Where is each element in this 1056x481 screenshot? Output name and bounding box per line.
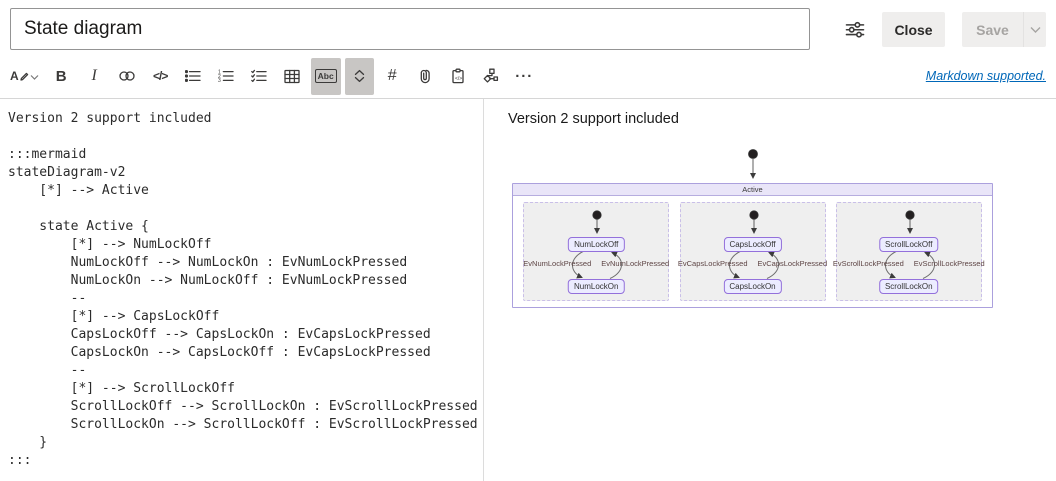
link-icon: [119, 71, 135, 81]
transition-label: EvScrollLockPressed: [913, 259, 985, 268]
highlight-button[interactable]: Abc: [310, 57, 341, 95]
hash-mention-button[interactable]: #: [378, 58, 407, 95]
work-item-button[interactable]: [477, 58, 506, 95]
task-list-button[interactable]: [245, 58, 274, 95]
svg-text:</>: </>: [455, 76, 462, 82]
transition-label: EvCapsLockPressed: [757, 259, 828, 268]
svg-text:1: 1: [218, 69, 221, 75]
text-color-button[interactable]: A: [6, 58, 43, 95]
link-button[interactable]: [113, 58, 142, 95]
save-split-button: Save: [962, 12, 1046, 47]
concurrent-region-numlock: NumLockOff EvNumLockPressed EvNumLockPre…: [523, 202, 670, 301]
expand-chevrons-icon: [354, 69, 364, 83]
task-list-icon: [251, 69, 267, 83]
chevron-down-icon: [1030, 26, 1040, 33]
state-node: ScrollLockOff: [879, 237, 939, 252]
svg-text:3: 3: [218, 78, 221, 83]
transition-label: EvCapsLockPressed: [677, 259, 748, 268]
expand-collapse-button[interactable]: [344, 57, 374, 95]
save-options-button[interactable]: [1023, 12, 1046, 47]
header-actions: Close Save: [845, 8, 1046, 47]
italic-icon: I: [91, 67, 97, 84]
highlight-abc-icon: Abc: [314, 69, 337, 83]
ellipsis-icon: ···: [515, 67, 534, 85]
transition-label: EvScrollLockPressed: [832, 259, 904, 268]
pencil-icon: [20, 72, 28, 81]
bulleted-list-icon: [185, 69, 201, 83]
save-button[interactable]: Save: [962, 12, 1023, 47]
more-options-button[interactable]: ···: [510, 58, 539, 95]
svg-text:2: 2: [218, 74, 221, 80]
table-icon: [284, 69, 300, 83]
bulleted-list-button[interactable]: [179, 58, 208, 95]
format-toolbar: A B I </>: [0, 54, 1056, 98]
transition-label: EvNumLockPressed: [601, 259, 670, 268]
code-button[interactable]: </>: [146, 58, 175, 95]
attachment-button[interactable]: [411, 58, 440, 95]
title-input[interactable]: [10, 8, 810, 50]
region-initial-dot: [905, 210, 915, 220]
clipboard-code-icon: </>: [452, 68, 464, 84]
preview-paragraph: Version 2 support included: [508, 111, 679, 127]
table-button[interactable]: [278, 58, 307, 95]
code-icon: </>: [152, 69, 168, 83]
bold-icon: B: [55, 67, 67, 85]
chevron-down-icon: [30, 75, 39, 80]
transition-label: EvNumLockPressed: [523, 259, 592, 268]
concurrent-region-capslock: CapsLockOff EvCapsLockPressed EvCapsLock…: [677, 202, 828, 301]
state-node: NumLockOn: [568, 279, 625, 294]
state-node: ScrollLockOn: [878, 279, 939, 294]
numbered-list-button[interactable]: 1 2 3: [212, 58, 241, 95]
text-color-icon: A: [10, 69, 19, 83]
region-initial-dot: [748, 210, 759, 220]
hash-icon: #: [387, 67, 397, 84]
state-node: CapsLockOn: [723, 279, 782, 294]
markdown-source-text[interactable]: Version 2 support included :::mermaid st…: [8, 111, 478, 468]
state-node: NumLockOff: [568, 237, 625, 252]
composite-state-active: Active NumLockOff EvNumLockPressed EvNum: [512, 183, 993, 308]
italic-button[interactable]: I: [80, 58, 109, 95]
header-bar: Close Save: [0, 0, 1056, 54]
close-button[interactable]: Close: [882, 12, 945, 47]
sliders-icon: [845, 21, 865, 38]
initial-state-dot: [747, 149, 758, 159]
concurrent-region-scrolllock: ScrollLockOff EvScrollLockPressed EvScro…: [832, 202, 985, 301]
paperclip-icon: [420, 69, 430, 84]
markdown-preview-pane: Version 2 support included Active: [484, 99, 1056, 481]
initial-state-arrow: [746, 149, 760, 188]
bold-button[interactable]: B: [47, 58, 76, 95]
flowchart-icon: [483, 68, 499, 83]
markdown-supported-link[interactable]: Markdown supported.: [925, 69, 1046, 83]
mermaid-state-diagram: Active NumLockOff EvNumLockPressed EvNum: [512, 149, 993, 308]
markdown-editor-pane[interactable]: Version 2 support included :::mermaid st…: [0, 99, 484, 481]
state-node: CapsLockOff: [723, 237, 782, 252]
editor-preview-split: Version 2 support included :::mermaid st…: [0, 98, 1056, 481]
code-snippet-button[interactable]: </>: [444, 58, 473, 95]
composite-state-title: Active: [513, 184, 992, 196]
settings-sliders-button[interactable]: [845, 21, 865, 38]
region-initial-dot: [592, 210, 602, 220]
numbered-list-icon: 1 2 3: [218, 69, 234, 83]
